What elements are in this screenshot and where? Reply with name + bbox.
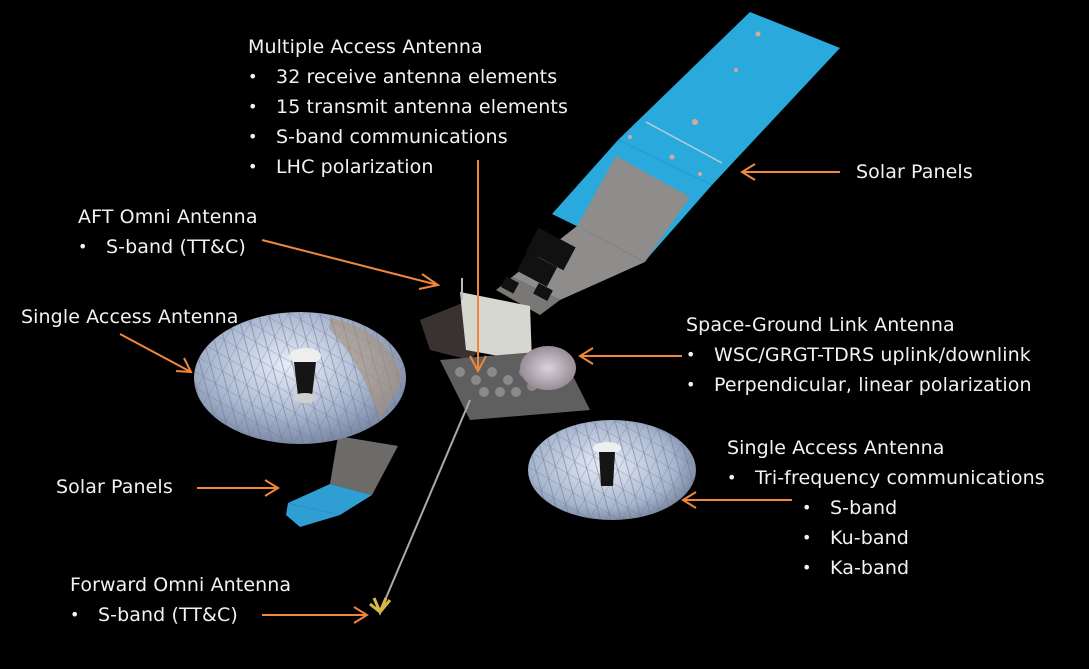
label-single-access-antenna-left: Single Access Antenna <box>21 302 239 332</box>
arrow-solar-panels-left <box>197 479 280 497</box>
sub-bullet: Ku-band <box>802 523 1045 553</box>
bullet: S-band (TT&C) <box>70 600 291 630</box>
bullet: S-band (TT&C) <box>78 232 258 262</box>
sub-bullet: S-band <box>802 493 1045 523</box>
solar-panel-upper <box>496 12 840 315</box>
bullet: S-band communications <box>248 122 568 152</box>
label-single-access-antenna-right: Single Access Antenna Tri-frequency comm… <box>727 433 1045 583</box>
label-solar-panels-left: Solar Panels <box>56 472 173 502</box>
bullet: 32 receive antenna elements <box>248 62 568 92</box>
label-solar-panels-right: Solar Panels <box>856 157 973 187</box>
arrow-single-access-right <box>681 491 792 509</box>
bullet: Tri-frequency communications <box>727 463 1045 493</box>
bullet: WSC/GRGT-TDRS uplink/downlink <box>686 340 1032 370</box>
bullet: LHC polarization <box>248 152 568 182</box>
arrow-single-access-left <box>119 333 193 374</box>
arrow-space-ground-link <box>578 347 682 365</box>
single-access-dish-left <box>194 312 406 444</box>
label-title: Multiple Access Antenna <box>248 36 483 58</box>
label-title: AFT Omni Antenna <box>78 206 258 228</box>
label-aft-omni-antenna: AFT Omni Antenna S-band (TT&C) <box>78 202 258 262</box>
label-title: Single Access Antenna <box>727 437 945 459</box>
label-forward-omni-antenna: Forward Omni Antenna S-band (TT&C) <box>70 570 291 630</box>
label-title: Solar Panels <box>856 161 973 183</box>
label-title: Space-Ground Link Antenna <box>686 314 955 336</box>
arrow-aft-omni <box>261 239 441 290</box>
label-space-ground-link-antenna: Space-Ground Link Antenna WSC/GRGT-TDRS … <box>686 310 1032 400</box>
label-title: Single Access Antenna <box>21 306 239 328</box>
single-access-dish-right <box>528 420 696 520</box>
sub-bullet: Ka-band <box>802 553 1045 583</box>
label-title: Solar Panels <box>56 476 173 498</box>
solar-panel-lower <box>286 436 398 527</box>
arrow-multiple-access <box>469 160 487 374</box>
callout-arrows <box>119 160 840 624</box>
label-multiple-access-antenna: Multiple Access Antenna 32 receive anten… <box>248 32 568 182</box>
space-ground-link-dish <box>520 346 576 390</box>
arrow-solar-panels-right <box>740 163 840 181</box>
bullet: Perpendicular, linear polarization <box>686 370 1032 400</box>
bullet: 15 transmit antenna elements <box>248 92 568 122</box>
label-title: Forward Omni Antenna <box>70 574 292 596</box>
